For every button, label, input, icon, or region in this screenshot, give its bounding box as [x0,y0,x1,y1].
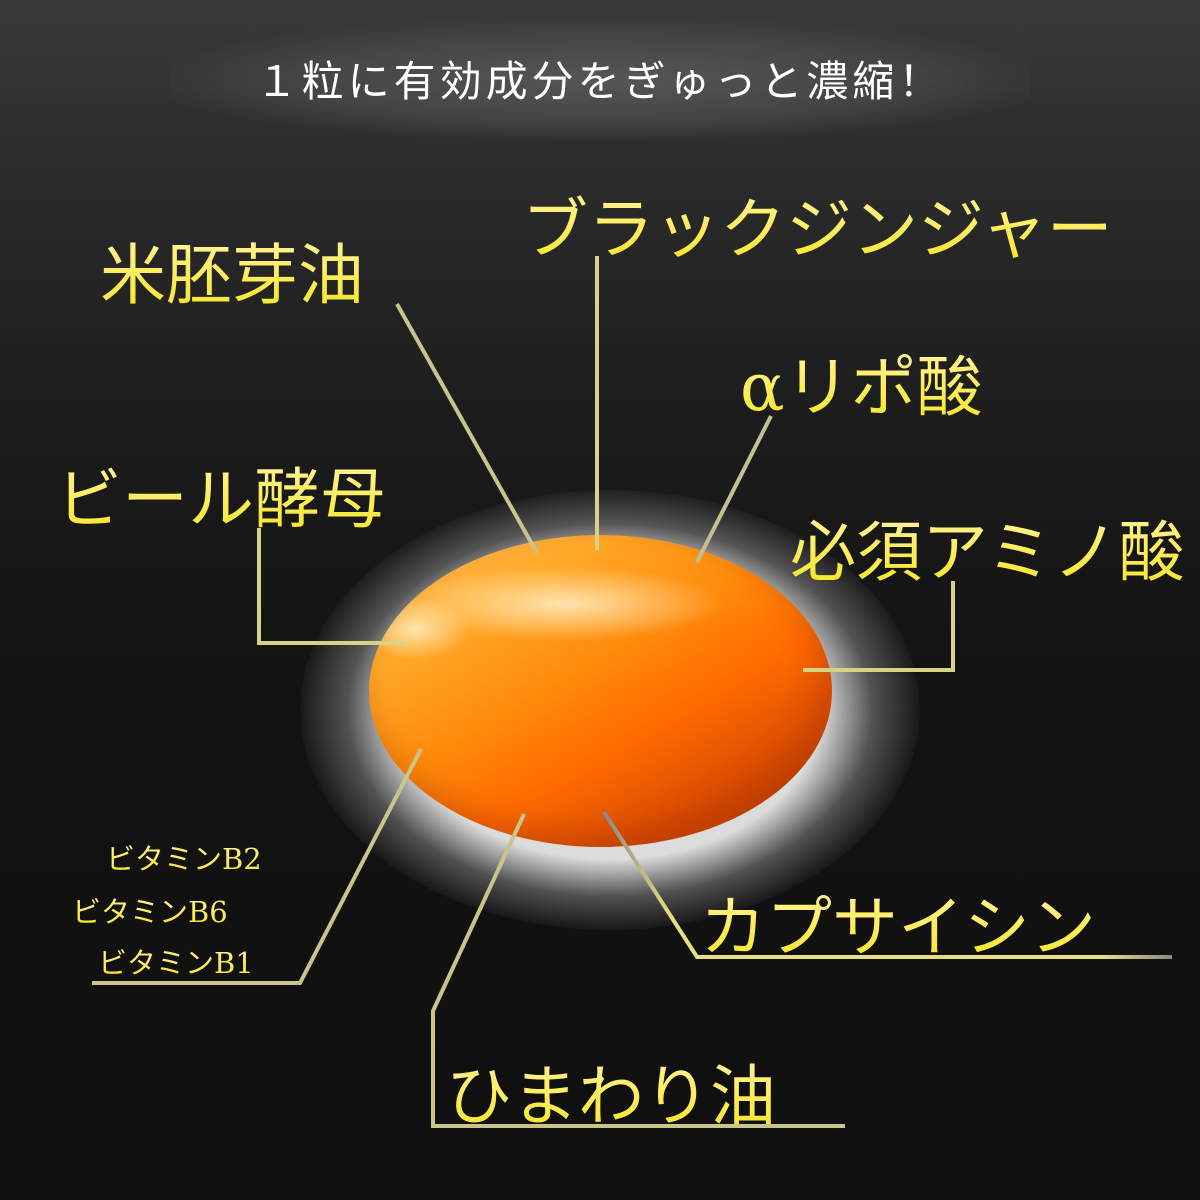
leader-brewers-yeast [257,528,406,645]
label-alpha-lipoic-acid: αリポ酸 [740,334,983,430]
leader-essential-amino-acids [803,581,955,672]
leader-alpha-lipoic-acid [695,415,773,563]
leader-vitamins [92,748,423,985]
label-vitamin-b6: ビタミンB6 [72,889,228,931]
leader-rice-germ-oil [395,303,539,554]
capsule-image [369,535,832,847]
label-black-ginger: ブラックジンジャー [522,176,1113,272]
label-rice-germ-oil: 米胚芽油 [100,222,364,318]
label-sunflower-oil: ひまわり油 [446,1043,776,1139]
label-capsaicin: カプサイシン [700,874,1096,970]
headline-glow [170,20,1030,140]
label-brewers-yeast: ビール酵母 [56,446,386,542]
label-vitamin-b2: ビタミンB2 [106,836,262,878]
leader-capsaicin [602,810,1172,959]
leader-sunflower-oil [431,813,845,1128]
label-essential-amino-acids: 必須アミノ酸 [790,499,1185,595]
label-vitamin-b1: ビタミンB1 [98,940,254,982]
headline: １粒に有効成分をぎゅっと濃縮！ [255,57,945,106]
